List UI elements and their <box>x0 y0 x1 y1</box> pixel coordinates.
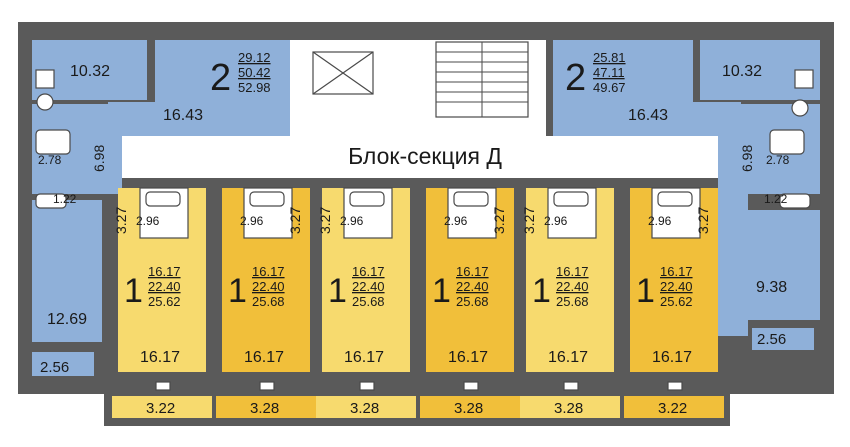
studio-hall-label: 3.27 <box>491 207 507 234</box>
studio-area-c: 25.68 <box>556 294 589 309</box>
corridor-left-label: 6.98 <box>91 145 107 172</box>
left-balcony-label: 2.56 <box>40 359 69 376</box>
studio-balcony-5 <box>520 396 620 418</box>
studio-main-label: 16.17 <box>344 349 384 366</box>
radiator-icon <box>563 381 579 391</box>
radiator-icon <box>359 381 375 391</box>
bath-right-label: 2.78 <box>766 153 790 167</box>
studio-hall-label: 3.27 <box>113 207 129 234</box>
studio-bath-label: 2.96 <box>444 214 468 228</box>
studio-main-label: 16.17 <box>448 349 488 366</box>
studio-room-count: 1 <box>636 272 655 310</box>
studio-area-b: 22.40 <box>148 279 181 294</box>
area-living-right: 25.81 <box>593 50 626 65</box>
bathtub-icon <box>657 191 693 207</box>
studio-room-count: 1 <box>124 272 143 310</box>
studio-balcony-label: 3.28 <box>250 400 279 417</box>
bathtub-icon <box>553 191 589 207</box>
studio-area-b: 22.40 <box>252 279 285 294</box>
studio-bath-label: 2.96 <box>240 214 264 228</box>
room-count-right: 2 <box>565 57 586 99</box>
wc-right-label: 1.22 <box>764 192 788 206</box>
living-left-label: 16.43 <box>163 107 203 124</box>
studio-area-b: 22.40 <box>456 279 489 294</box>
left-room-label: 12.69 <box>47 311 87 328</box>
studio-hall-label: 3.27 <box>521 207 537 234</box>
studio-balcony-label: 3.28 <box>554 400 583 417</box>
studio-bath-label: 2.96 <box>648 214 672 228</box>
studio-area-c: 25.68 <box>252 294 285 309</box>
right-room-label: 9.38 <box>756 279 787 296</box>
kitchen-left-label: 10.32 <box>70 63 110 80</box>
studio-area-a: 16.17 <box>252 264 285 279</box>
flat-left-2room <box>32 40 290 376</box>
studio-main-label: 16.17 <box>244 349 284 366</box>
bathtub-icon <box>145 191 181 207</box>
studio-balcony-4 <box>420 396 520 418</box>
section-title: Блок-секция Д <box>348 143 502 169</box>
area-full-left: 52.98 <box>238 80 271 95</box>
right-balcony-label: 2.56 <box>757 331 786 348</box>
studio-area-c: 25.68 <box>456 294 489 309</box>
studio-hall-label: 3.27 <box>287 207 303 234</box>
studio-area-b: 22.40 <box>352 279 385 294</box>
studio-bath-label: 2.96 <box>544 214 568 228</box>
studio-area-a: 16.17 <box>148 264 181 279</box>
studio-balcony-label: 3.22 <box>658 400 687 417</box>
studio-bath-label: 2.96 <box>136 214 160 228</box>
studio-area-c: 25.62 <box>660 294 693 309</box>
bathtub-icon <box>349 191 385 207</box>
studio-main-label: 16.17 <box>652 349 692 366</box>
area-total-right: 47.11 <box>593 65 625 80</box>
radiator-icon <box>259 381 275 391</box>
studio-balcony-6 <box>624 396 724 418</box>
studio-room-count: 1 <box>228 272 247 310</box>
area-total-left: 50.42 <box>238 65 271 80</box>
studio-area-a: 16.17 <box>352 264 385 279</box>
studio-balcony-3 <box>316 396 416 418</box>
studio-main-label: 16.17 <box>140 349 180 366</box>
studio-balcony-label: 3.28 <box>454 400 483 417</box>
corridor <box>118 136 718 178</box>
studio-area-a: 16.17 <box>456 264 489 279</box>
flat-right-2room <box>553 40 820 350</box>
bath-left-label: 2.78 <box>38 153 62 167</box>
studio-area-b: 22.40 <box>660 279 693 294</box>
studio-room-count: 1 <box>432 272 451 310</box>
studio-hall-label: 3.27 <box>695 207 711 234</box>
corridor-right-label: 6.98 <box>739 145 755 172</box>
studio-area-c: 25.68 <box>352 294 385 309</box>
studio-area-c: 25.62 <box>148 294 181 309</box>
staircase <box>435 41 529 118</box>
studio-area-b: 22.40 <box>556 279 589 294</box>
bathtub-icon <box>249 191 285 207</box>
radiator-icon <box>463 381 479 391</box>
radiator-icon <box>155 381 171 391</box>
studio-balcony-1 <box>112 396 212 418</box>
studio-balcony-2 <box>216 396 316 418</box>
studio-balcony-label: 3.28 <box>350 400 379 417</box>
area-living-left: 29.12 <box>238 50 271 65</box>
studio-area-a: 16.17 <box>660 264 693 279</box>
room-count-left: 2 <box>210 57 231 99</box>
studio-bath-label: 2.96 <box>340 214 364 228</box>
studio-area-a: 16.17 <box>556 264 589 279</box>
wc-left-label: 1.22 <box>53 192 77 206</box>
studio-hall-label: 3.27 <box>317 207 333 234</box>
studio-main-label: 16.17 <box>548 349 588 366</box>
studio-room-count: 1 <box>328 272 347 310</box>
radiator-icon <box>667 381 683 391</box>
studio-room-count: 1 <box>532 272 551 310</box>
kitchen-right-label: 10.32 <box>722 63 762 80</box>
bathtub-icon <box>453 191 489 207</box>
area-full-right: 49.67 <box>593 80 626 95</box>
studio-balcony-label: 3.22 <box>146 400 175 417</box>
living-right-label: 16.43 <box>628 107 668 124</box>
